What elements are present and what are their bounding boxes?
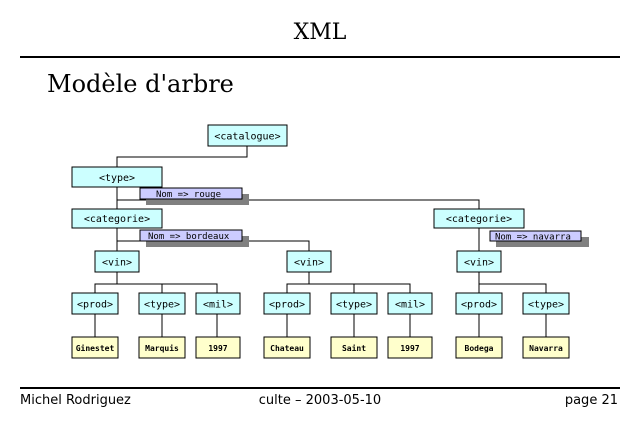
footer-author: Michel Rodriguez bbox=[20, 393, 131, 408]
node-type-2: <type> bbox=[330, 292, 378, 315]
svg-text:<type>: <type> bbox=[99, 173, 135, 184]
svg-text:<prod>: <prod> bbox=[461, 300, 497, 311]
node-prod-1: <prod> bbox=[71, 292, 119, 315]
value-chateau: Chateau bbox=[263, 336, 311, 359]
svg-text:Nom => navarra: Nom => navarra bbox=[495, 233, 571, 243]
node-categorie-1: <categorie> bbox=[71, 208, 163, 229]
footer-page-number: page 21 bbox=[564, 393, 618, 408]
node-catalogue: <catalogue> bbox=[207, 124, 288, 147]
node-vin-2: <vin> bbox=[286, 250, 332, 273]
svg-text:Nom => bordeaux: Nom => bordeaux bbox=[148, 232, 230, 242]
header-rule bbox=[20, 56, 620, 58]
node-mil-1: <mil> bbox=[195, 292, 241, 315]
svg-text:Saint: Saint bbox=[342, 343, 366, 353]
value-marquis: Marquis bbox=[138, 336, 186, 359]
svg-text:<prod>: <prod> bbox=[269, 300, 305, 311]
svg-text:<vin>: <vin> bbox=[464, 258, 494, 269]
value-ginestet: Ginestet bbox=[71, 336, 119, 359]
node-type-3: <type> bbox=[522, 292, 570, 315]
svg-text:Nom => rouge: Nom => rouge bbox=[156, 190, 221, 200]
node-categorie-2: <categorie> bbox=[433, 208, 525, 229]
svg-text:Chateau: Chateau bbox=[270, 344, 304, 353]
svg-text:1997: 1997 bbox=[400, 344, 419, 353]
value-1997-a: 1997 bbox=[195, 336, 241, 359]
node-mil-2: <mil> bbox=[387, 292, 433, 315]
svg-text:Bodega: Bodega bbox=[465, 344, 494, 353]
tree-connectors bbox=[94, 146, 547, 337]
value-bodega: Bodega bbox=[455, 336, 503, 359]
svg-text:<categorie>: <categorie> bbox=[446, 214, 512, 225]
node-type-root: <type> bbox=[71, 166, 163, 188]
svg-text:Ginestet: Ginestet bbox=[76, 343, 115, 353]
svg-text:<prod>: <prod> bbox=[77, 300, 113, 311]
slide-title: XML bbox=[293, 20, 347, 45]
value-1997-b: 1997 bbox=[387, 336, 433, 359]
value-saint: Saint bbox=[330, 336, 378, 359]
attribute-rouge: Nom => rouge bbox=[139, 187, 249, 205]
svg-text:<catalogue>: <catalogue> bbox=[214, 132, 280, 143]
svg-text:<mil>: <mil> bbox=[203, 300, 233, 311]
svg-text:<vin>: <vin> bbox=[102, 258, 132, 269]
svg-text:<type>: <type> bbox=[528, 300, 564, 311]
svg-text:Navarra: Navarra bbox=[529, 344, 563, 353]
attribute-navarra: Nom => navarra bbox=[489, 230, 589, 247]
node-vin-3: <vin> bbox=[456, 250, 502, 273]
footer-rule bbox=[20, 387, 620, 389]
node-vin-1: <vin> bbox=[94, 250, 140, 273]
slide-heading: Modèle d'arbre bbox=[47, 70, 234, 98]
svg-text:<type>: <type> bbox=[144, 300, 180, 311]
node-prod-3: <prod> bbox=[455, 292, 503, 315]
node-type-1: <type> bbox=[138, 292, 186, 315]
svg-text:<categorie>: <categorie> bbox=[84, 214, 150, 225]
svg-text:<vin>: <vin> bbox=[294, 258, 324, 269]
footer-date: culte – 2003-05-10 bbox=[258, 393, 382, 408]
svg-text:<type>: <type> bbox=[336, 300, 372, 311]
node-prod-2: <prod> bbox=[263, 292, 311, 315]
svg-text:Marquis: Marquis bbox=[145, 343, 179, 353]
attribute-bordeaux: Nom => bordeaux bbox=[139, 229, 249, 247]
svg-text:1997: 1997 bbox=[208, 344, 227, 353]
svg-text:<mil>: <mil> bbox=[395, 300, 425, 311]
value-navarra: Navarra bbox=[522, 336, 570, 359]
